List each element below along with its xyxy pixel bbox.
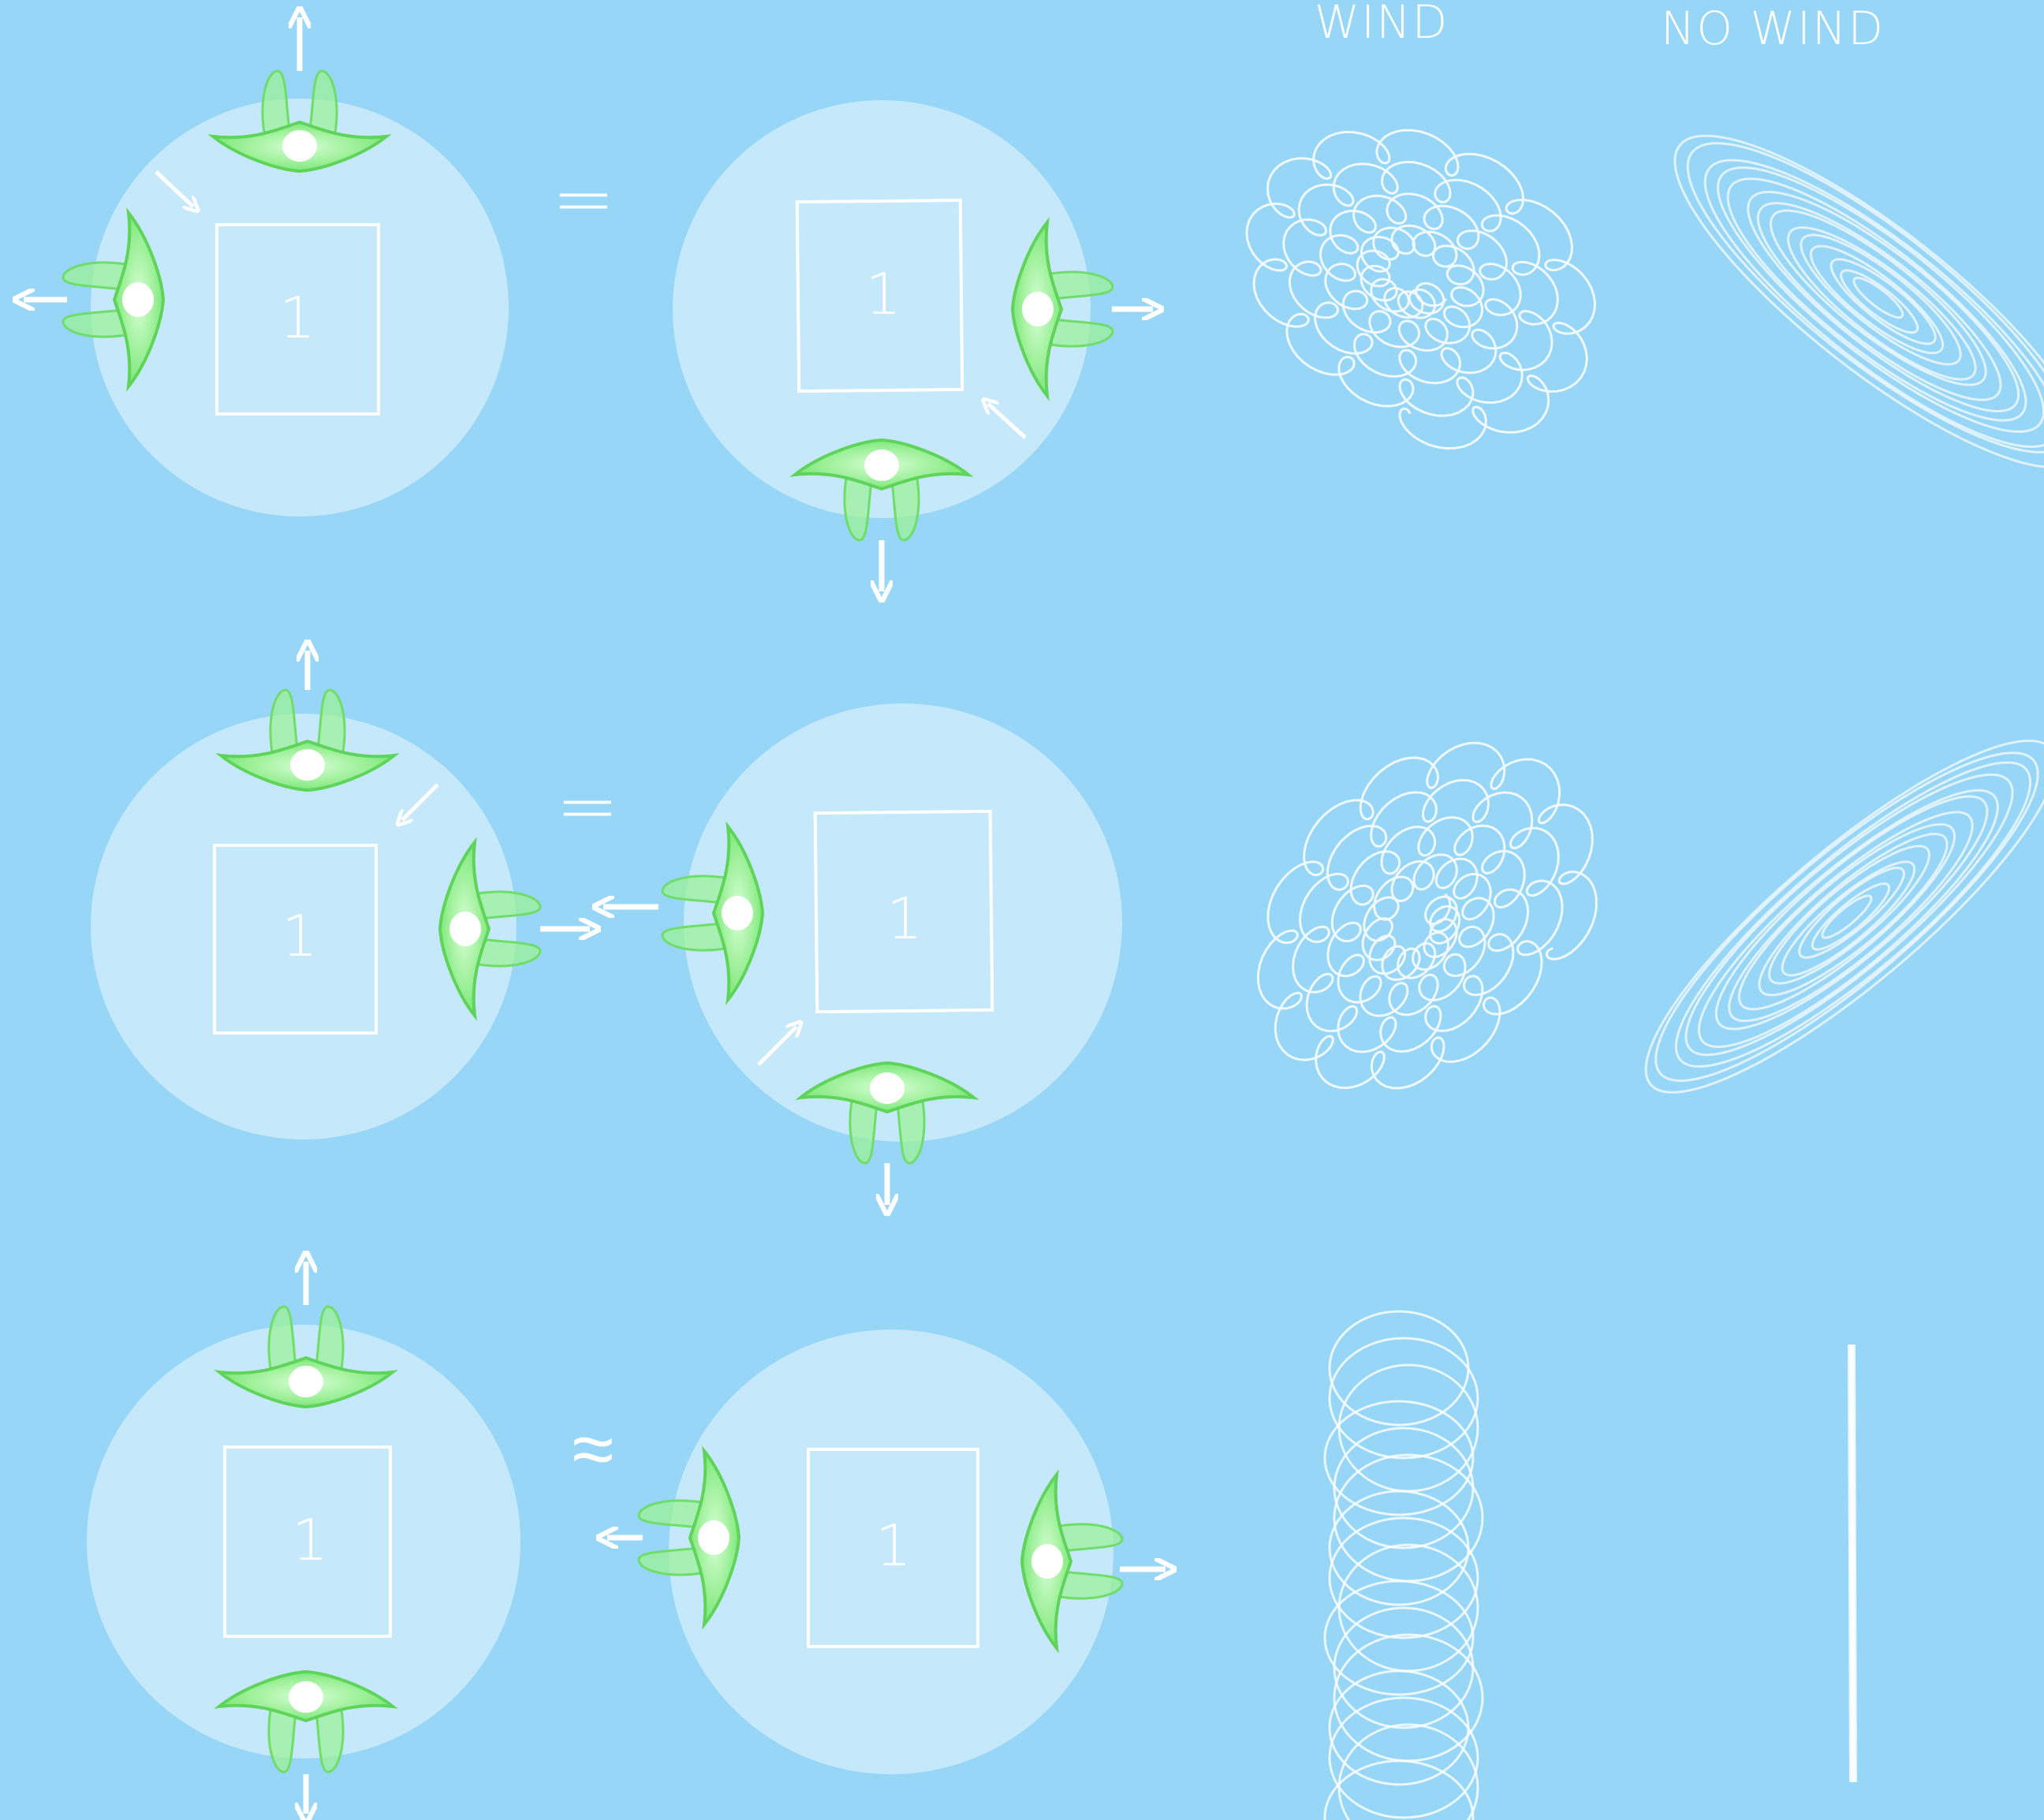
box-number: 1 bbox=[886, 886, 923, 952]
ring-icon bbox=[1643, 725, 2044, 1105]
box-number: 1 bbox=[865, 261, 901, 327]
loop-pattern-icon bbox=[1334, 1608, 1473, 1728]
loop-pattern-icon bbox=[1325, 1761, 1473, 1820]
row-2: 1 = 1 bbox=[91, 651, 2044, 1205]
no-wind-pattern bbox=[1607, 696, 2044, 1136]
no-wind-pattern bbox=[1849, 1344, 1856, 1782]
left-disc: 1 bbox=[24, 17, 509, 517]
row-1: 1 = 1 bbox=[24, 17, 2044, 591]
ring-icon bbox=[1687, 131, 2044, 468]
wind-pattern bbox=[1258, 743, 1596, 1088]
loop-pattern-icon bbox=[1258, 743, 1596, 1088]
row-3: 1 ≈ 1 bbox=[87, 1262, 1856, 1820]
box-number: 1 bbox=[282, 903, 318, 969]
wind-header: WIND bbox=[1315, 0, 1449, 49]
loop-pattern-icon bbox=[1330, 1311, 1468, 1425]
relation-symbol: = bbox=[556, 762, 619, 850]
ring-icon bbox=[1699, 145, 2044, 454]
relation-symbol: = bbox=[552, 155, 615, 243]
loop-pattern-icon bbox=[1330, 1698, 1478, 1818]
box-number: 1 bbox=[875, 1512, 912, 1579]
ring-icon bbox=[1670, 758, 2026, 1079]
right-disc: 1 bbox=[673, 100, 1153, 591]
box-number: 1 bbox=[292, 1507, 328, 1573]
loop-pattern-icon bbox=[1247, 130, 1595, 448]
loop-pattern-icon bbox=[1330, 1518, 1478, 1638]
right-disc: 1 bbox=[607, 1330, 1166, 1774]
wind-pattern bbox=[1247, 130, 1595, 448]
loop-pattern-icon bbox=[1330, 1338, 1478, 1458]
no-wind-pattern bbox=[1636, 90, 2044, 513]
loop-pattern-icon bbox=[1334, 1428, 1473, 1548]
ring-icon bbox=[1691, 767, 2013, 1058]
box-number: 1 bbox=[279, 285, 315, 351]
left-disc: 1 bbox=[91, 651, 590, 1139]
relation-symbol: ≈ bbox=[573, 1404, 614, 1493]
vertical-line-icon bbox=[1854, 1344, 1856, 1782]
no-wind-header: NO WIND bbox=[1661, 2, 1885, 55]
ring-icon bbox=[1607, 696, 2044, 1136]
left-disc: 1 bbox=[87, 1262, 520, 1814]
right-disc: 1 bbox=[603, 703, 1122, 1205]
wind-pattern bbox=[1325, 1311, 1483, 1820]
